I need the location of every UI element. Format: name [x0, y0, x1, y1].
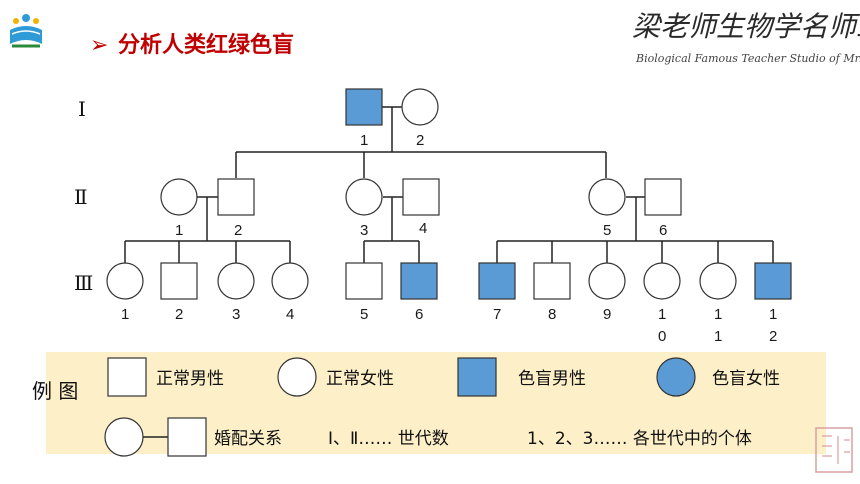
generation-label-3: Ⅲ: [74, 273, 93, 295]
gen2-label-6: 6: [659, 222, 667, 239]
gen1-label-2: 2: [416, 132, 424, 149]
gen2-male-2: [217, 178, 255, 216]
label-digit: 1: [714, 328, 722, 345]
gen1-male-1-affected: [345, 88, 383, 126]
gen3-female-9: [588, 262, 626, 300]
legend-affected-male-label: 色盲男性: [518, 369, 586, 389]
legend-affected-female-icon: [656, 357, 696, 397]
gen2-male-6: [644, 178, 682, 216]
legend-affected-female-label: 色盲女性: [712, 369, 780, 389]
gen3-female-3: [217, 262, 255, 300]
gen1-label-1: 1: [360, 132, 368, 149]
seal-stamp-icon: [815, 427, 853, 473]
pedigree-lines: [124, 106, 774, 263]
studio-name-cn: 梁老师生物学名师工作室: [632, 10, 860, 43]
gen3-male-2: [160, 262, 198, 300]
legend-affected-male-icon: [457, 357, 497, 397]
label-digit: 1: [714, 306, 722, 323]
gen3-male-12-affected: [754, 262, 792, 300]
gen3-label-2: 2: [175, 306, 183, 323]
gen2-female-1: [160, 178, 198, 216]
gen3-female-10: [643, 262, 681, 300]
gen2-label-1: 1: [175, 222, 183, 239]
gen2-label-2: 2: [234, 222, 242, 239]
gen2-female-5: [588, 178, 626, 216]
title-bullet: ➢: [90, 33, 108, 58]
gen2-male-4: [402, 178, 440, 216]
gen3-female-11: [699, 262, 737, 300]
legend-marriage-female-icon: [104, 417, 144, 457]
gen3-label-5: 5: [360, 306, 368, 323]
legend-individual-note: 1、2、3…… 各世代中的个体: [527, 429, 752, 449]
generation-label-1: Ⅰ: [78, 99, 86, 121]
legend-generation-note: Ⅰ、Ⅱ…… 世代数: [328, 429, 449, 449]
gen3-label-8: 8: [548, 306, 556, 323]
gen3-male-6-affected: [400, 262, 438, 300]
gen3-female-1: [106, 262, 144, 300]
gen2-label-5: 5: [603, 222, 611, 239]
generation-label-2: Ⅱ: [74, 187, 88, 209]
legend-marriage-male-icon: [167, 417, 207, 457]
gen3-male-5: [345, 262, 383, 300]
gen2-female-3: [345, 178, 383, 216]
label-digit: 1: [769, 306, 777, 323]
gen3-male-8: [533, 262, 571, 300]
legend-normal-male-label: 正常男性: [156, 369, 224, 389]
gen3-label-6: 6: [415, 306, 423, 323]
gen3-label-1: 1: [121, 306, 129, 323]
label-digit: 1: [658, 306, 666, 323]
gen2-label-4: 4: [419, 220, 427, 237]
gen3-label-4: 4: [286, 306, 294, 323]
school-logo-icon: [10, 14, 42, 48]
legend-normal-female-icon: [277, 357, 317, 397]
label-digit: 0: [658, 328, 666, 345]
gen3-female-4: [271, 262, 309, 300]
legend-marriage-label: 婚配关系: [214, 429, 282, 449]
gen2-label-3: 3: [360, 222, 368, 239]
label-digit: 2: [769, 328, 777, 345]
legend-title: 例 图: [32, 379, 78, 403]
gen3-label-9: 9: [603, 306, 611, 323]
gen3-male-7-affected: [478, 262, 516, 300]
gen3-label-7: 7: [493, 306, 501, 323]
studio-name-en: Biological Famous Teacher Studio of Mr. …: [635, 52, 860, 65]
page-title: 分析人类红绿色盲: [118, 32, 294, 58]
legend-normal-female-label: 正常女性: [326, 369, 394, 389]
legend-normal-male-icon: [107, 357, 147, 397]
gen3-label-3: 3: [232, 306, 240, 323]
gen1-female-2: [401, 88, 439, 126]
